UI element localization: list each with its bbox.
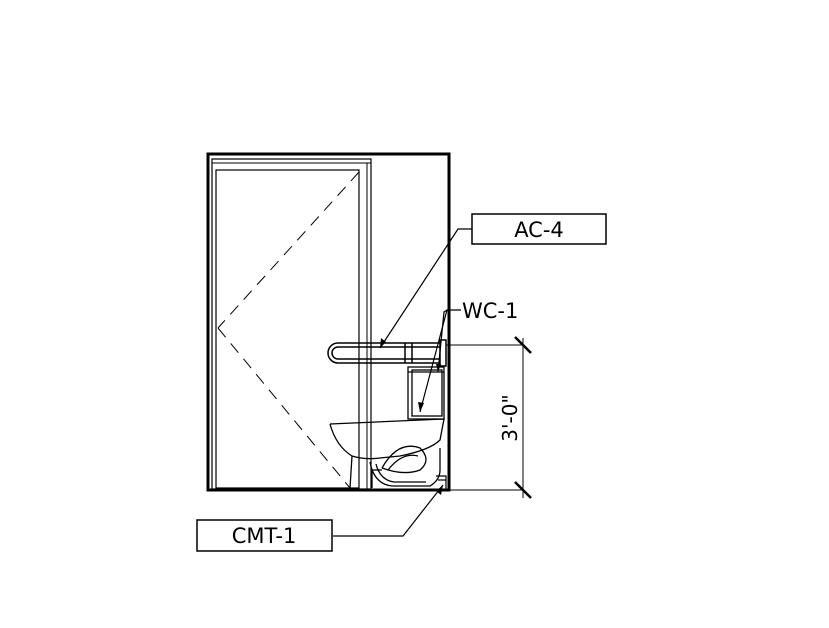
tag-wc-label: WC-1 bbox=[462, 299, 518, 323]
door-swing bbox=[217, 171, 360, 489]
grab-bar bbox=[327, 339, 447, 367]
dimension-text: 3'-0" bbox=[498, 394, 522, 441]
leaders bbox=[333, 228, 472, 537]
tag-wc: WC-1 bbox=[462, 299, 518, 323]
dimension-line bbox=[446, 336, 532, 499]
room-outline bbox=[206, 152, 451, 492]
cmt-base-detail bbox=[436, 475, 447, 490]
tag-ac: AC-4 bbox=[471, 213, 607, 245]
door-frame bbox=[211, 158, 372, 490]
toilet bbox=[329, 366, 445, 489]
tag-ac-label: AC-4 bbox=[514, 218, 564, 242]
tag-cmt-label: CMT-1 bbox=[232, 524, 297, 548]
tag-cmt: CMT-1 bbox=[196, 519, 333, 552]
leader-arrowheads bbox=[380, 338, 443, 495]
